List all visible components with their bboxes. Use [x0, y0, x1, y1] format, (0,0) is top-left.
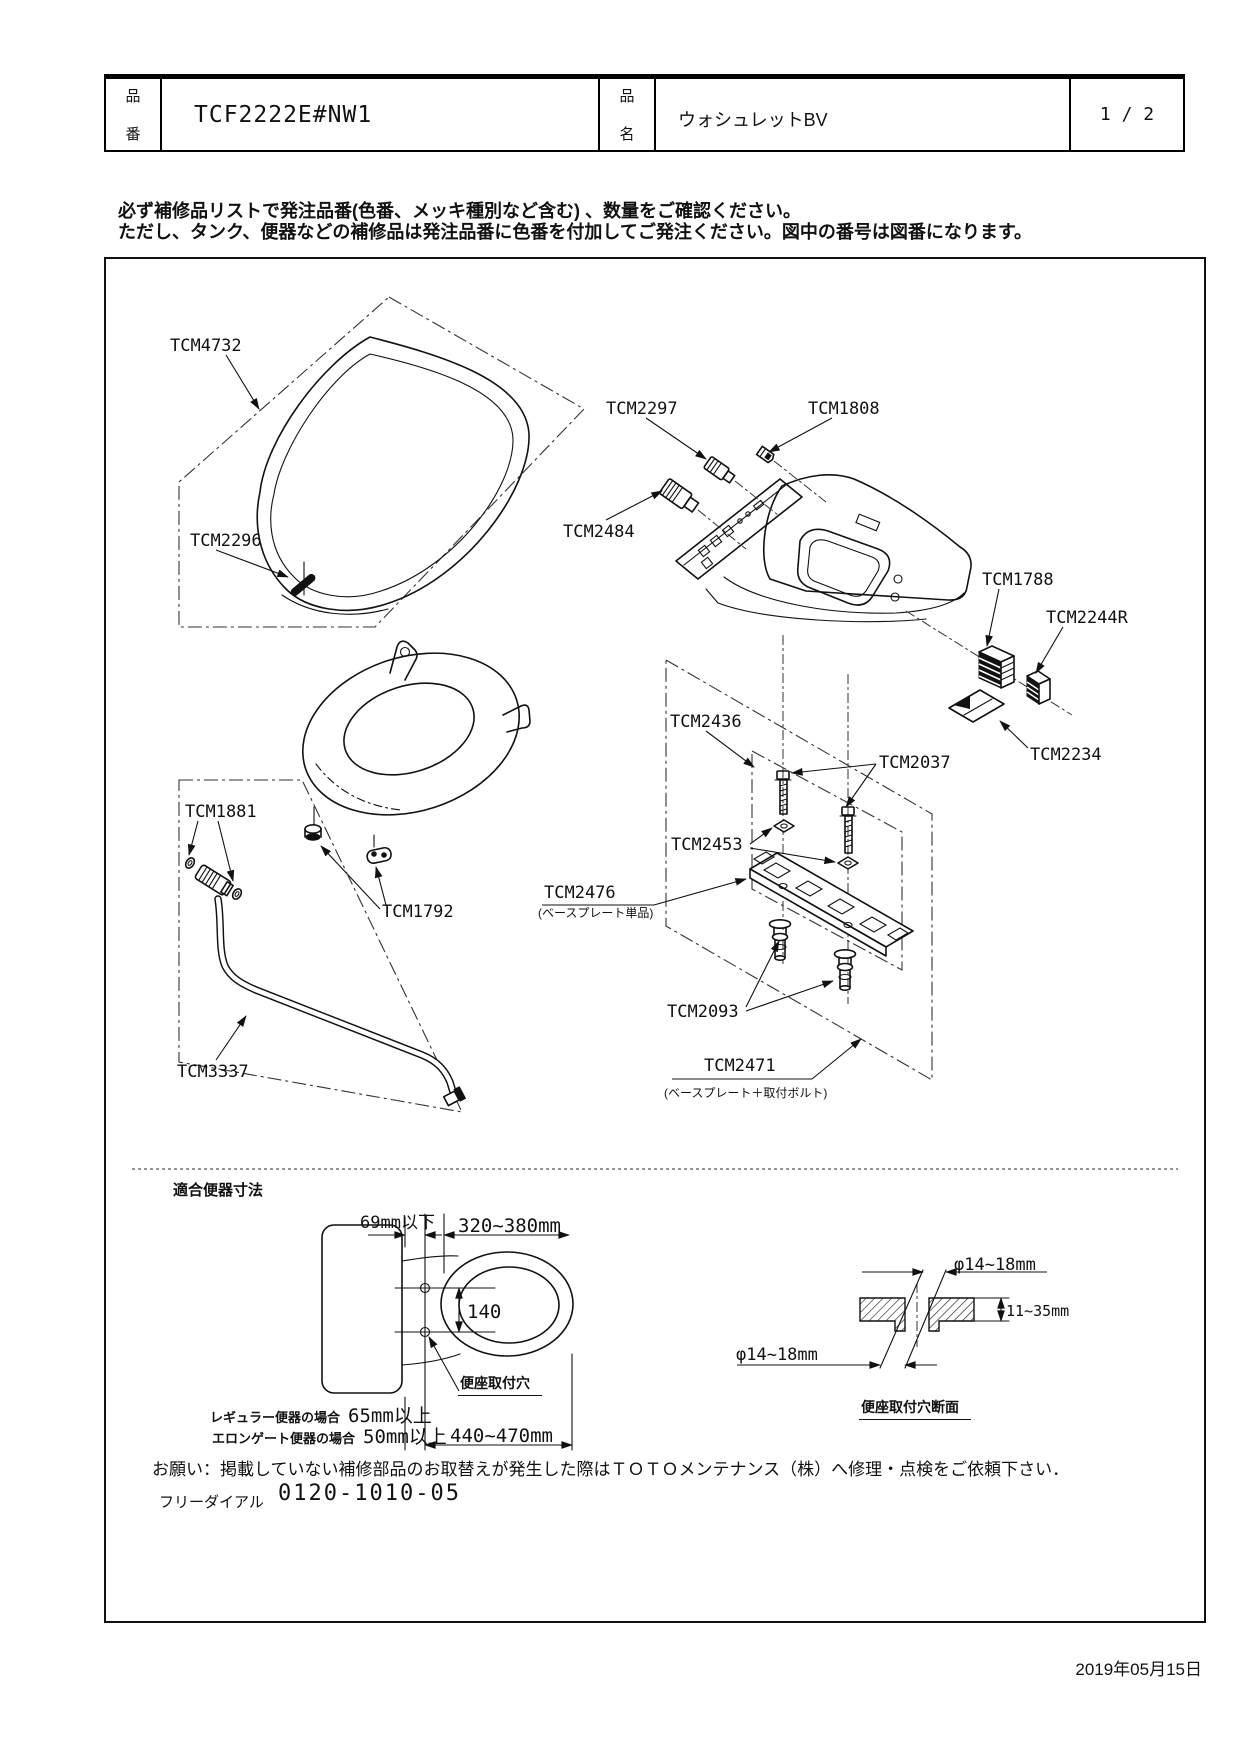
nozzle-tcm2297	[703, 456, 736, 484]
product-name-header-char2: 名	[619, 126, 635, 143]
part-label-tcm2296: TCM2296	[190, 531, 262, 551]
dim-tank-clearance: 69mm以下	[360, 1213, 435, 1233]
section-view-label: 便座取付穴断面	[859, 1397, 971, 1420]
product-name-header: 品 名	[600, 79, 656, 150]
dim-hole-dia-bottom: φ14~18mm	[736, 1345, 818, 1365]
hole-section-dimension-drawing	[737, 1268, 1047, 1369]
header-table: 品 番 TCF2222E#NW1 品 名 ウォシュレットBV 1 / 2	[104, 74, 1185, 152]
nozzle-tcm2484	[659, 478, 700, 513]
part-label-tcm2093: TCM2093	[667, 1002, 739, 1022]
washlet-unit-drawing	[605, 417, 1073, 749]
lid-drawing	[178, 296, 585, 628]
seat-ring-drawing	[301, 640, 531, 910]
dim-thickness: 11~35mm	[1006, 1302, 1070, 1320]
seat-hole-label: 便座取付穴	[458, 1373, 542, 1396]
dimension-section-title: 適合便器寸法	[173, 1182, 264, 1199]
issue-date: 2019年05月15日	[1075, 1660, 1202, 1679]
diagram-frame: .s{stroke:#111;fill:none;stroke-width:1.…	[104, 257, 1206, 1623]
plate-tcm2234	[948, 689, 1005, 723]
screen-tcm2244r	[1026, 670, 1051, 705]
part-label-tcm2037: TCM2037	[879, 753, 951, 773]
part-label-tcm2436: TCM2436	[670, 712, 742, 732]
order-notice-line1: 必ず補修品リストで発注品番(色番、メッキ種別など含む) 、数量をご確認ください。	[118, 201, 801, 221]
part-label-tcm2453: TCM2453	[671, 835, 743, 855]
regular-bowl-row: レギュラー便器の場合 65mm以上	[210, 1401, 432, 1428]
order-notice: 必ず補修品リストで発注品番(色番、メッキ種別など含む) 、数量をご確認ください。…	[118, 201, 1032, 243]
part-label-tcm2484: TCM2484	[563, 522, 635, 542]
maintenance-request-text: お願い：掲載していない補修部品のお取替えが発生した際はＴＯＴＯメンテナンス（株）…	[152, 1460, 1070, 1479]
base-plate-drawing	[542, 635, 933, 1081]
bowl-plan-dimension-drawing	[321, 1213, 574, 1451]
freedial-number: 0120-1010-05	[278, 1481, 461, 1506]
order-notice-line2: ただし、タンク、便器などの補修品は発注品番に色番を付加してご発注ください。図中の…	[118, 222, 1033, 242]
regular-bowl-label: レギュラー便器の場合	[210, 1410, 341, 1425]
part-number-value: TCF2222E#NW1	[162, 79, 600, 150]
dim-hole-pitch: 140	[467, 1301, 502, 1323]
regular-bowl-value: 65mm以上	[348, 1405, 432, 1427]
part-label-tcm2234: TCM2234	[1030, 745, 1102, 765]
part-note-tcm2476: (ベースプレート単品)	[538, 906, 654, 920]
part-number-header-char2: 番	[125, 126, 141, 143]
elongated-bowl-value: 50mm以上	[363, 1426, 447, 1448]
product-name-value: ウォシュレットBV	[656, 79, 1071, 150]
elongated-bowl-label: エロンゲート便器の場合	[212, 1431, 356, 1446]
part-label-tcm2244r: TCM2244R	[1046, 608, 1128, 628]
filter-tcm1788	[978, 645, 1015, 689]
part-label-tcm1808: TCM1808	[808, 399, 880, 419]
part-note-tcm2471: (ベースプレート＋取付ボルト)	[664, 1086, 828, 1100]
part-label-tcm2471: TCM2471	[704, 1056, 776, 1076]
part-label-tcm1792: TCM1792	[382, 902, 454, 922]
part-label-tcm2476: TCM2476	[544, 883, 616, 903]
clip-tcm1808	[755, 445, 775, 464]
product-name-header-char1: 品	[619, 88, 635, 105]
exploded-parts-drawing: .s{stroke:#111;fill:none;stroke-width:1.…	[132, 296, 1178, 1451]
elongated-bowl-row: エロンゲート便器の場合 50mm以上	[212, 1422, 447, 1449]
page-indicator: 1 / 2	[1099, 104, 1155, 125]
part-label-tcm1788: TCM1788	[982, 570, 1054, 590]
part-number-header: 品 番	[106, 79, 162, 150]
part-label-tcm2297: TCM2297	[606, 399, 678, 419]
freedial-label: フリーダイアル	[159, 1494, 264, 1511]
part-label-tcm4732: TCM4732	[170, 336, 242, 356]
dim-rear-to-hole: 320~380mm	[458, 1215, 561, 1237]
part-label-tcm1881: TCM1881	[185, 802, 257, 822]
part-label-tcm3337: TCM3337	[177, 1062, 249, 1082]
dim-hole-dia-top: φ14~18mm	[954, 1255, 1036, 1275]
dim-hole-to-front: 440~470mm	[450, 1425, 553, 1447]
part-number-header-char1: 品	[125, 88, 141, 105]
hose-assembly-drawing	[178, 779, 467, 1113]
